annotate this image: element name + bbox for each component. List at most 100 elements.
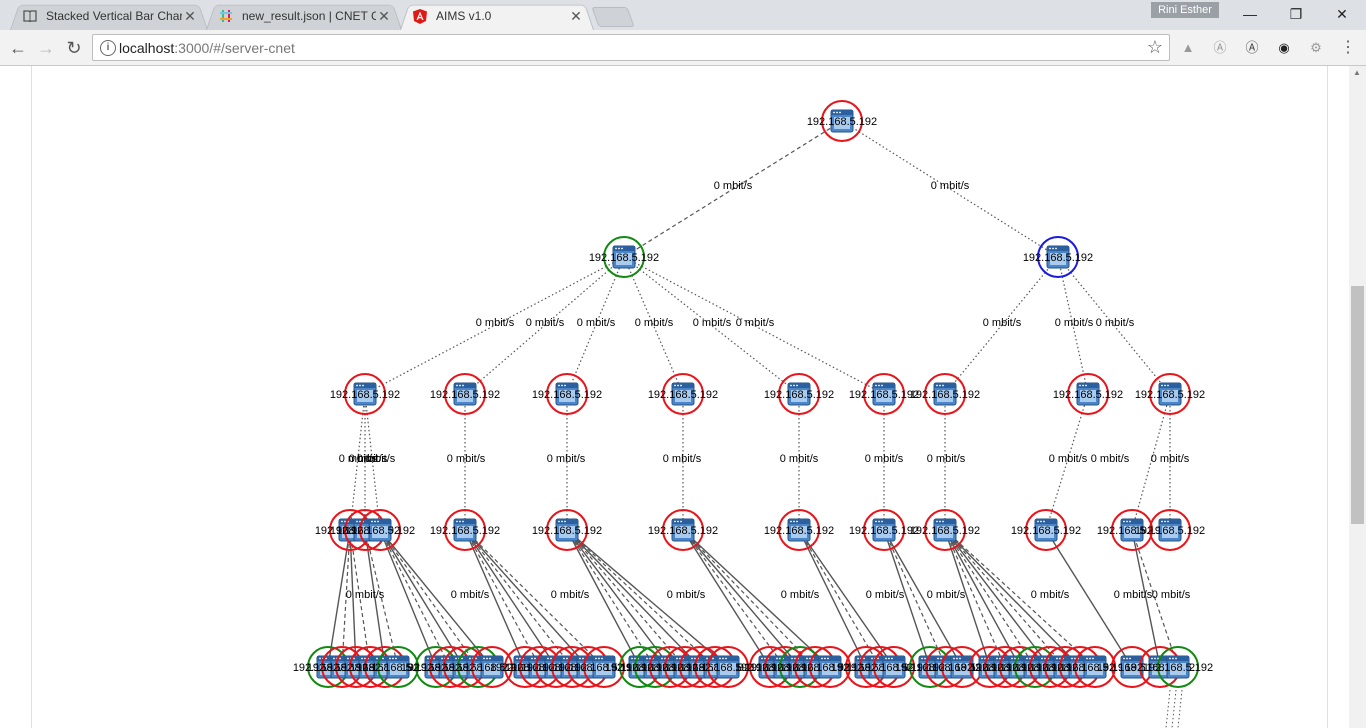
graph-node[interactable]: 192.168.5.192 bbox=[430, 373, 500, 415]
server-window-icon bbox=[453, 382, 477, 406]
bookmark-star-icon[interactable]: ☆ bbox=[1146, 37, 1163, 57]
graph-edge bbox=[682, 529, 801, 668]
graph-edge bbox=[341, 529, 351, 668]
graph-node[interactable]: 192.168.5.192 bbox=[532, 509, 602, 551]
graph-node[interactable]: 192.168.5.192 bbox=[910, 373, 980, 415]
graph-edge bbox=[841, 120, 1059, 258]
edge-label: 0 mbit/s bbox=[349, 453, 388, 465]
tab-new-result[interactable]: new_result.json | CNET G ✕ bbox=[206, 2, 402, 30]
extension-gear-icon[interactable]: ⚙ bbox=[1310, 40, 1322, 55]
node-ring bbox=[1067, 373, 1109, 415]
node-label: 192.168.5.192 bbox=[859, 662, 929, 674]
menu-icon[interactable]: ⋮ bbox=[1340, 39, 1356, 56]
ghostery-extension-icon[interactable]: ◉ bbox=[1278, 40, 1290, 55]
server-window-icon bbox=[1076, 382, 1100, 406]
node-label: 192.168.5.192 bbox=[330, 389, 400, 401]
node-ring bbox=[1025, 509, 1067, 551]
angular-dev-icon[interactable]: Ⓐ bbox=[1245, 40, 1259, 55]
graph-node[interactable]: 192.168.5.192 bbox=[569, 646, 639, 688]
angular-extension-icon[interactable]: Ⓐ bbox=[1213, 40, 1227, 55]
edge-label: 0 mbit/s bbox=[547, 453, 586, 465]
graph-node[interactable]: 192.168.5.192 bbox=[330, 373, 400, 415]
scrollbar[interactable]: ▲ bbox=[1349, 66, 1366, 728]
address-bar[interactable]: i localhost:3000/#/server-cnet ☆ bbox=[92, 34, 1170, 61]
close-icon[interactable]: ✕ bbox=[570, 7, 582, 24]
graph-edge bbox=[327, 529, 351, 668]
slack-icon bbox=[218, 8, 234, 24]
forward-button[interactable]: → bbox=[37, 38, 55, 58]
graph-node[interactable]: 192.168.5.192 bbox=[1053, 373, 1123, 415]
graph-node[interactable]: 192.168.5.192 bbox=[764, 373, 834, 415]
edge-label: 0 mbit/s bbox=[865, 453, 904, 465]
graph-node[interactable]: 192.168.5.192 bbox=[693, 646, 763, 688]
edge-label: 0 mbit/s bbox=[1152, 589, 1191, 601]
node-label: 192.168.5.192 bbox=[648, 389, 718, 401]
reload-button[interactable]: ↻ bbox=[66, 38, 82, 58]
tab-title: new_result.json | CNET G bbox=[242, 9, 376, 23]
graph-node[interactable]: 192.168.5.192 bbox=[1011, 509, 1081, 551]
node-label: 192.168.5.192 bbox=[764, 525, 834, 537]
graph-edge bbox=[944, 529, 1081, 668]
server-window-icon bbox=[671, 382, 695, 406]
node-label: 192.168.5.192 bbox=[795, 662, 865, 674]
close-icon[interactable]: ✕ bbox=[378, 7, 390, 24]
minimize-button[interactable]: — bbox=[1243, 6, 1257, 22]
graph-node[interactable]: 192.168.5.192 bbox=[345, 509, 415, 551]
edge-label: 0 mbit/s bbox=[983, 317, 1022, 329]
graph-node[interactable]: 192.168.5.192 bbox=[532, 373, 602, 415]
graph-node[interactable]: 192.168.5.192 bbox=[457, 646, 527, 688]
graph-edge bbox=[349, 529, 371, 668]
node-ring bbox=[344, 373, 386, 415]
graph-node[interactable]: 192.168.5.192 bbox=[764, 509, 834, 551]
graph-node[interactable]: 192.168.5.192 bbox=[1143, 646, 1213, 688]
edge-label: 0 mbit/s bbox=[693, 317, 732, 329]
graph-node[interactable]: 192.168.5.192 bbox=[430, 509, 500, 551]
graph-edge bbox=[682, 529, 771, 668]
graph-node[interactable]: 192.168.5.192 bbox=[795, 646, 865, 688]
graph-edge bbox=[566, 529, 641, 668]
graph-edge bbox=[682, 529, 831, 668]
graph-node[interactable]: 192.168.5.192 bbox=[807, 100, 877, 142]
server-window-icon bbox=[1046, 245, 1070, 269]
node-label: 192.168.5.192 bbox=[532, 525, 602, 537]
graph-node[interactable]: 192.168.5.192 bbox=[910, 509, 980, 551]
node-ring bbox=[707, 646, 749, 688]
graph-node[interactable]: 192.168.5.192 bbox=[589, 236, 659, 278]
graph-node[interactable]: 192.168.5.192 bbox=[648, 509, 718, 551]
node-ring bbox=[359, 509, 401, 551]
graph-node[interactable]: 192.168.5.192 bbox=[1023, 236, 1093, 278]
graph-edge bbox=[464, 529, 526, 668]
edge-label: 0 mbit/s bbox=[1049, 453, 1088, 465]
scrollbar-thumb[interactable] bbox=[1351, 286, 1364, 524]
tab-stacked-bar[interactable]: Stacked Vertical Bar Char ✕ bbox=[10, 2, 208, 30]
node-label: 192.168.5.192 bbox=[569, 662, 639, 674]
graph-edge bbox=[379, 529, 451, 668]
info-icon[interactable]: i bbox=[100, 40, 116, 56]
tab-strip: Stacked Vertical Bar Char ✕ new_result.j… bbox=[0, 0, 1366, 30]
scroll-up-icon[interactable]: ▲ bbox=[1353, 68, 1361, 77]
edge-label: 0 mbit/s bbox=[339, 453, 378, 465]
node-ring bbox=[546, 509, 588, 551]
back-button[interactable]: ← bbox=[9, 38, 27, 58]
drive-extension-icon[interactable]: ▲ bbox=[1181, 40, 1195, 55]
new-tab-button[interactable] bbox=[591, 7, 635, 27]
url-path: :3000/#/server-cnet bbox=[174, 40, 295, 56]
node-ring bbox=[471, 646, 513, 688]
graph-node[interactable]: 192.168.5.192 bbox=[648, 373, 718, 415]
graph-node[interactable]: 192.168.5.192 bbox=[1135, 373, 1205, 415]
profile-button[interactable]: Rini Esther bbox=[1151, 2, 1219, 18]
graph-node[interactable]: 192.168.5.192 bbox=[1097, 509, 1167, 551]
tab-aims[interactable]: AIMS v1.0 ✕ bbox=[400, 2, 594, 30]
close-icon[interactable]: ✕ bbox=[184, 7, 196, 24]
close-window-button[interactable]: ✕ bbox=[1336, 6, 1348, 22]
restore-button[interactable]: ❐ bbox=[1289, 6, 1303, 22]
graph-edge bbox=[944, 529, 1096, 668]
graph-node[interactable]: 192.168.5.192 bbox=[849, 509, 919, 551]
address-text[interactable]: localhost:3000/#/server-cnet bbox=[119, 40, 295, 56]
graph-node[interactable]: 192.168.5.192 bbox=[859, 646, 929, 688]
node-label: 192.168.5.192 bbox=[1143, 662, 1213, 674]
graph-node[interactable]: 192.168.5.192 bbox=[849, 373, 919, 415]
graph-node[interactable]: 192.168.5.192 bbox=[1135, 509, 1205, 551]
graph-edge bbox=[464, 529, 573, 668]
